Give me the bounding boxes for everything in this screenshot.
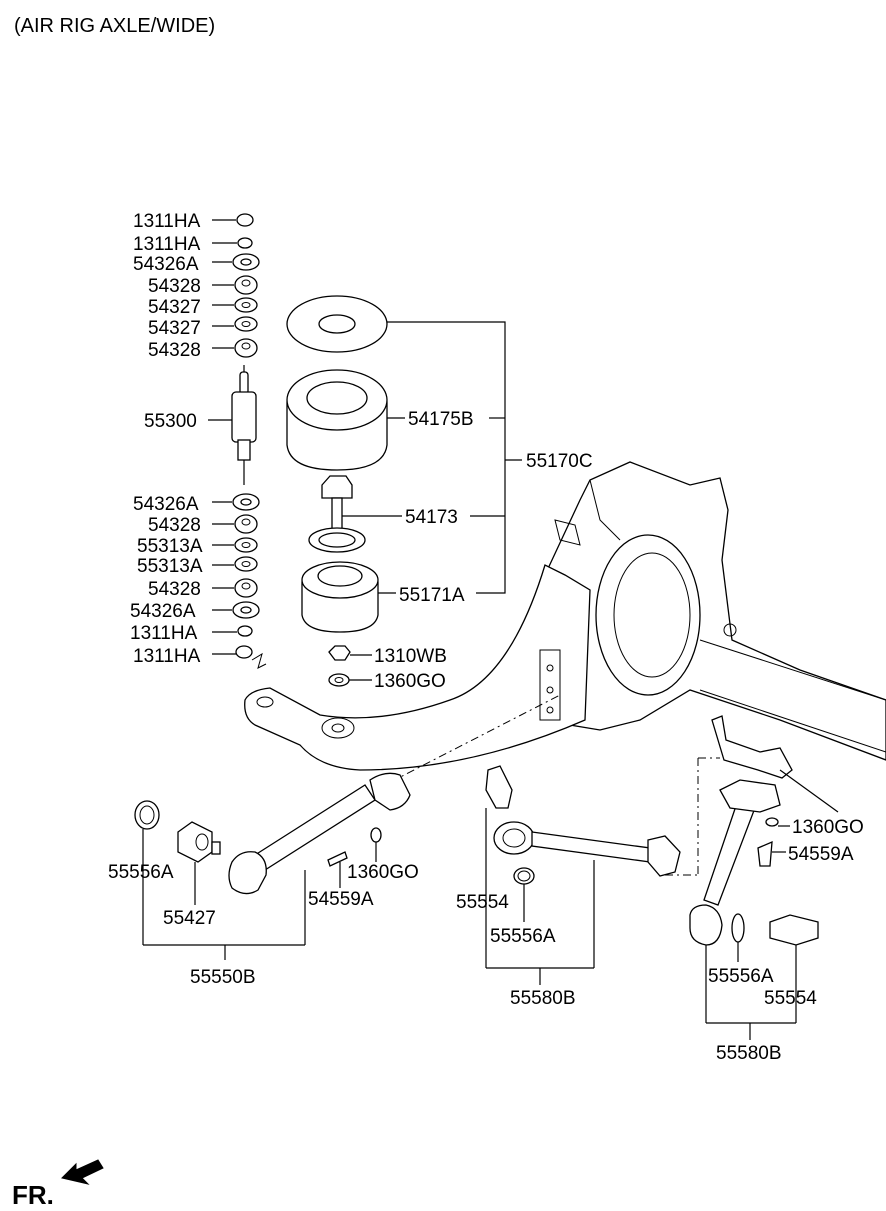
label-54173: 54173: [405, 507, 458, 528]
label-54326a: 54326A: [133, 254, 199, 275]
label-55554: 55554: [456, 892, 509, 913]
label-55300: 55300: [144, 411, 197, 432]
label-55556a: 55556A: [108, 862, 174, 883]
label-55171a: 55171A: [399, 585, 465, 606]
small-hardware-stack: [232, 213, 260, 358]
diagram-title: (AIR RIG AXLE/WIDE): [14, 15, 215, 37]
label-1311ha: 1311HA: [130, 623, 198, 644]
front-direction-marker: FR.: [12, 1159, 104, 1210]
part-labels: 1311HA 1311HA 54326A 54328 54327 54327 5…: [108, 211, 864, 1064]
label-55427: 55427: [163, 908, 216, 929]
label-1310wb: 1310WB: [374, 646, 447, 667]
label-1360go: 1360GO: [347, 862, 419, 883]
label-55580b: 55580B: [510, 988, 576, 1009]
label-1311ha: 1311HA: [133, 646, 201, 667]
label-54559a: 54559A: [308, 889, 374, 910]
label-54328: 54328: [148, 515, 201, 536]
label-55170c: 55170C: [526, 451, 593, 472]
label-1360go: 1360GO: [792, 817, 864, 838]
label-54326a: 54326A: [133, 494, 199, 515]
label-55556a: 55556A: [490, 926, 556, 947]
label-54175b: 54175B: [408, 409, 474, 430]
air-spring-assembly: [286, 295, 388, 687]
spring-seat-beam: [244, 564, 591, 771]
label-1311ha: 1311HA: [133, 234, 201, 255]
label-54328: 54328: [148, 276, 201, 297]
label-55313a: 55313A: [137, 556, 203, 577]
label-54328: 54328: [148, 340, 201, 361]
label-55313a: 55313A: [137, 536, 203, 557]
torque-rod-55580b-middle: [485, 765, 681, 885]
rod-bracket: [374, 694, 793, 876]
label-54559a: 54559A: [788, 844, 854, 865]
leader-lines: [142, 219, 839, 1040]
torque-rod-55550b: [134, 772, 411, 895]
label-54327: 54327: [148, 297, 201, 318]
label-54328: 54328: [148, 579, 201, 600]
label-55556a: 55556A: [708, 966, 774, 987]
axle-housing: [544, 461, 886, 761]
label-54326a: 54326A: [130, 601, 196, 622]
label-1360go: 1360GO: [374, 671, 446, 692]
label-55554: 55554: [764, 988, 817, 1009]
label-1311ha: 1311HA: [133, 211, 201, 232]
front-arrow-icon: [61, 1159, 104, 1185]
label-54327: 54327: [148, 318, 201, 339]
front-label: FR.: [12, 1180, 54, 1210]
lower-hardware-stack: [232, 493, 267, 669]
shock-absorber-55300: [231, 365, 257, 485]
torque-rod-55580b-right: [689, 779, 819, 946]
label-55550b: 55550B: [190, 967, 256, 988]
label-55580b: 55580B: [716, 1043, 782, 1064]
